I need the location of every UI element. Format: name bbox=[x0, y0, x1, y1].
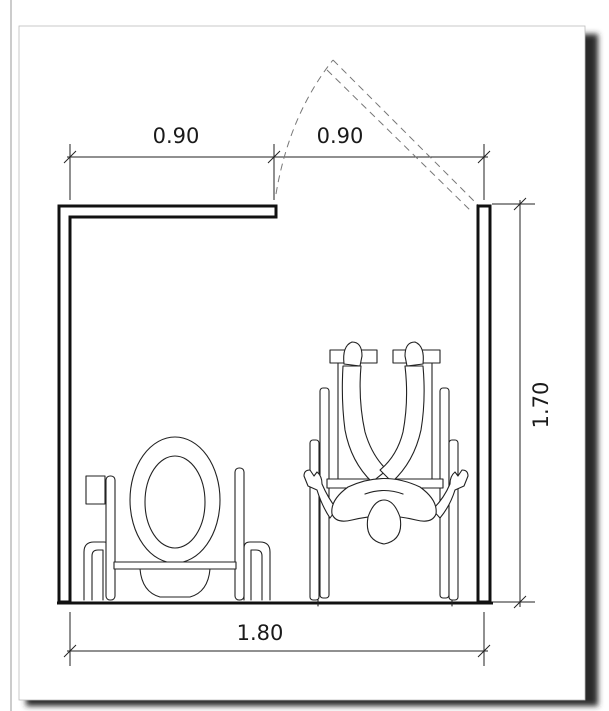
wheelchair-user-figure bbox=[303, 341, 469, 607]
head bbox=[366, 499, 402, 545]
door-swing-arc bbox=[275, 59, 334, 195]
dimension-right: 1.70 bbox=[492, 197, 553, 609]
toilet-fixture-group bbox=[83, 436, 271, 601]
door-leaf-inner bbox=[326, 69, 473, 213]
dimension-label-top-right: 0.90 bbox=[317, 124, 364, 148]
dimension-top-right: 0.90 bbox=[274, 124, 491, 200]
door-swing bbox=[275, 59, 479, 213]
dimension-top-left: 0.90 bbox=[63, 124, 281, 200]
door-leaf-outer bbox=[332, 59, 479, 206]
dimension-label-top-left: 0.90 bbox=[153, 124, 200, 148]
left-foot bbox=[343, 341, 363, 367]
paper-holder bbox=[85, 475, 106, 505]
toilet-cistern bbox=[139, 568, 211, 598]
dimension-label-bottom: 1.80 bbox=[237, 621, 284, 645]
toilet-crossbar bbox=[113, 561, 237, 570]
dimension-label-right: 1.70 bbox=[529, 382, 553, 429]
right-support-arm bbox=[234, 467, 245, 601]
left-support-arm bbox=[105, 475, 116, 601]
toilet-bowl-opening bbox=[144, 455, 206, 549]
right-wall bbox=[476, 204, 492, 604]
right-foot bbox=[404, 341, 424, 367]
paper-sheet bbox=[18, 25, 598, 706]
right-grab-bar bbox=[243, 541, 271, 601]
dimension-bottom: 1.80 bbox=[63, 612, 491, 666]
room-walls bbox=[57, 204, 493, 605]
